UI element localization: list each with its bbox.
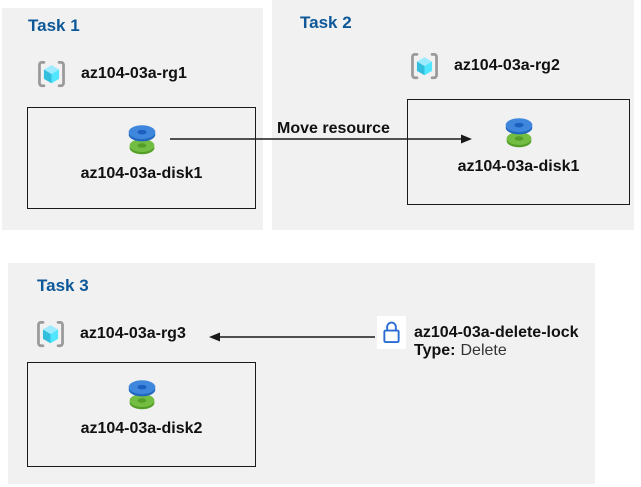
resource-group-icon: [37, 320, 64, 348]
task2-resource-group: az104-03a-rg2: [408, 48, 560, 84]
task1-resource-box: az104-03a-disk1: [27, 107, 256, 209]
lock-arrow: [209, 332, 375, 342]
task1-title: Task 1: [28, 16, 80, 35]
lock-type-line: Type:Delete: [414, 342, 579, 360]
task1-resource-group: az104-03a-rg1: [35, 56, 187, 92]
disk-icon: [128, 380, 155, 410]
task2-group-box: Task 2 az104-03a-rg2 az104-03a-disk1: [272, 0, 634, 230]
resource-group-icon: [38, 60, 65, 88]
lock-plate: [377, 316, 406, 349]
task3-title: Task 3: [37, 276, 89, 295]
lock-text-block: az104-03a-delete-lock Type:Delete: [414, 324, 579, 360]
lock-icon: [383, 321, 400, 343]
task1-disk-name: az104-03a-disk1: [80, 165, 203, 182]
task3-resource-box: az104-03a-disk2: [27, 362, 256, 467]
move-resource-label: Move resource: [277, 120, 390, 137]
task1-group-box: Task 1 az104-03a-rg1 az104-03a-disk1: [2, 8, 263, 230]
move-arrow: [170, 134, 472, 144]
lock-type-label: Type:: [414, 342, 456, 359]
disk-icon: [128, 125, 155, 155]
task3-disk-name: az104-03a-disk2: [80, 420, 203, 437]
task2-resource-box: az104-03a-disk1: [407, 99, 630, 205]
task2-rg-name: az104-03a-rg2: [454, 57, 560, 74]
task3-rg-name: az104-03a-rg3: [80, 325, 186, 342]
task3-resource-group: az104-03a-rg3: [34, 316, 186, 352]
resource-group-icon: [411, 52, 438, 80]
task2-title: Task 2: [300, 13, 352, 32]
task1-rg-name: az104-03a-rg1: [81, 65, 187, 82]
task2-disk-name: az104-03a-disk1: [457, 158, 580, 175]
task3-group-box: Task 3 az104-03a-rg3 az104-03a-disk2: [8, 263, 595, 484]
lock-name: az104-03a-delete-lock: [414, 324, 579, 341]
lock-type-value: Delete: [460, 342, 507, 359]
disk-icon: [505, 118, 532, 148]
